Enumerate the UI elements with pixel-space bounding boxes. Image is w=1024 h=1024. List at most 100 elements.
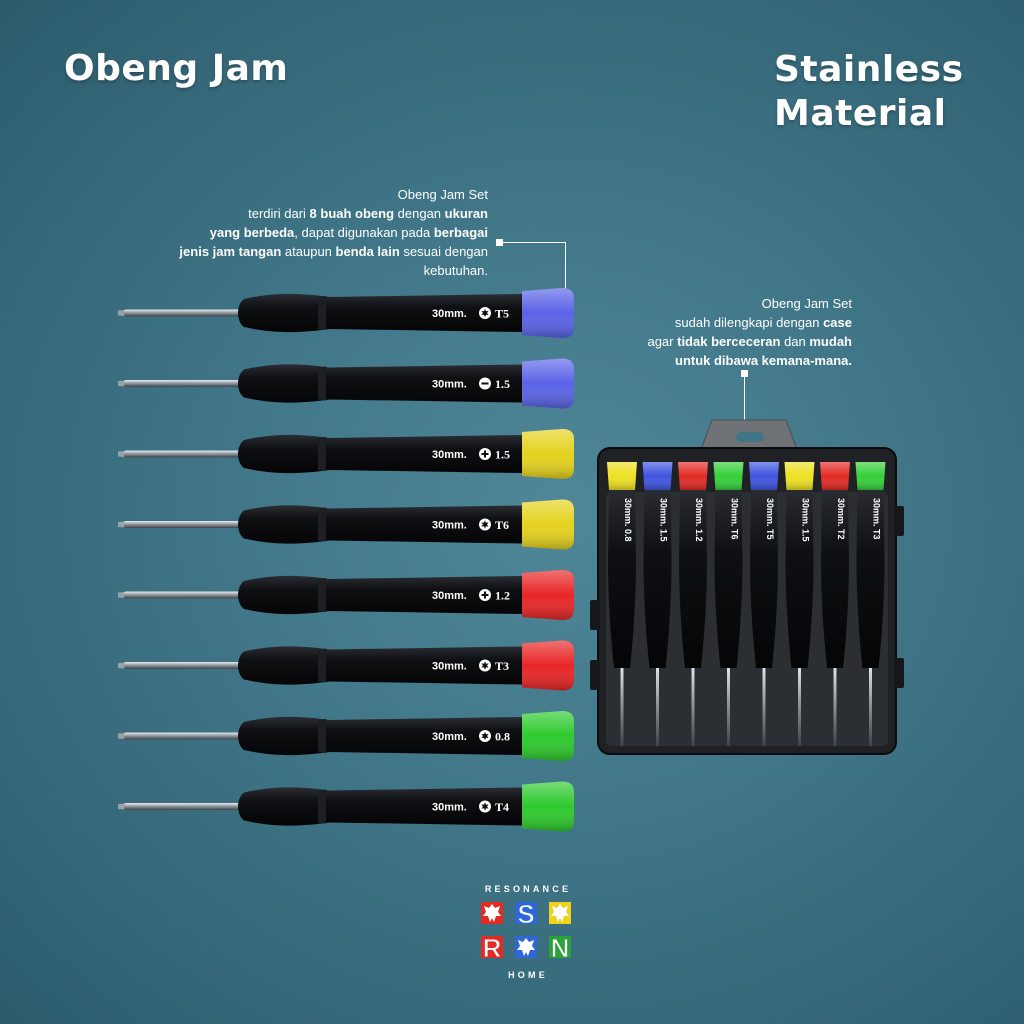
case-screwdriver-handle <box>714 488 743 668</box>
screwdriver: 30mm.1.5 <box>118 429 574 479</box>
case-screwdriver-shaft <box>620 664 624 746</box>
case-screwdriver: 30mm. 1.5 <box>784 462 815 746</box>
screwdriver-handle <box>238 293 534 333</box>
screwdriver-cap-shade <box>522 640 574 691</box>
case-screwdriver-label: 30mm. T5 <box>765 498 775 540</box>
logo-letter: S <box>517 899 535 929</box>
case-screwdriver-label: 30mm. 1.5 <box>659 498 669 542</box>
callout-text: dan <box>780 334 810 349</box>
callout-leader-line <box>565 242 566 294</box>
handle-grip-ring <box>318 296 326 330</box>
case-screwdriver-cap-shade <box>855 462 886 490</box>
screwdriver-size-label: T4 <box>495 800 509 814</box>
torx-star-icon <box>481 661 489 670</box>
screwdriver: 30mm.1.5 <box>118 358 574 409</box>
dragon-icon <box>551 904 569 922</box>
screwdriver: 30mm.1.2 <box>118 570 574 620</box>
callout-text: ataupun <box>281 244 336 259</box>
case-screwdriver: 30mm. T3 <box>855 462 886 746</box>
case-screwdriver-handle <box>679 488 707 668</box>
callout-bold-text: untuk dibawa kemana-mana. <box>675 353 852 368</box>
screwdriver-size-label: 1.5 <box>495 448 510 462</box>
torx-star-icon <box>481 731 489 741</box>
screwdriver-length-label: 30mm. <box>432 308 467 320</box>
callout-bold-text: jenis jam tangan <box>179 244 282 259</box>
case-screwdriver: 30mm. 1.2 <box>678 462 708 746</box>
callout-text: terdiri dari <box>248 206 310 221</box>
callout-line: untuk dibawa kemana-mana. <box>560 351 852 370</box>
handle-grip-ring <box>318 437 326 471</box>
logo-tile <box>549 936 571 958</box>
plus-icon <box>484 591 486 599</box>
callout-dot <box>496 239 503 246</box>
callout-bold-text: 8 buah obeng <box>309 206 395 221</box>
screwdriver-cap-shade <box>522 711 574 761</box>
case-screwdriver-cap-shade <box>820 462 850 490</box>
case-screwdriver-label: 30mm. T2 <box>836 498 846 540</box>
case-latch <box>894 506 904 536</box>
callout-leader-line <box>744 374 745 420</box>
case-screwdriver-cap-shade <box>642 462 673 490</box>
case-hinge <box>590 600 600 630</box>
screwdriver-cap-shade <box>522 570 574 620</box>
case-screwdriver-label: 30mm. 1.5 <box>801 498 811 542</box>
callout-bold-text: mudah <box>809 334 852 349</box>
case-screwdriver-shaft <box>762 664 766 746</box>
case-screwdriver-shaft <box>691 664 695 746</box>
case-screwdriver-label: 30mm. T6 <box>730 498 740 540</box>
callout-leader-line <box>500 242 566 243</box>
callout-text: sudah dilengkapi dengan <box>674 315 824 330</box>
case-screwdriver-handle <box>785 488 814 668</box>
title-right-line-1: Stainless <box>774 49 964 90</box>
case-screwdriver: 30mm. T2 <box>820 462 850 746</box>
handle-grip-ring <box>318 719 326 753</box>
logo-word-top: RESONANCE <box>484 884 572 894</box>
screwdriver: 30mm.0.8 <box>118 711 574 761</box>
case-screwdriver-shaft <box>833 664 837 746</box>
screwdriver-cap-shade <box>522 781 574 832</box>
callout-line: sudah dilengkapi dengan case <box>560 313 852 332</box>
case-screwdriver-cap-shade <box>678 462 708 490</box>
screwdriver: 30mm. T5 <box>118 288 574 338</box>
callout-set-description: Obeng Jam Set terdiri dari 8 buah obeng d… <box>110 185 488 280</box>
logo-word-bottom: HOME <box>508 970 548 980</box>
callout-text: dengan <box>394 206 445 221</box>
title-obeng-jam: Obeng Jam <box>64 48 289 89</box>
callout-line: terdiri dari 8 buah obeng dengan ukuran <box>110 204 488 223</box>
screwdriver-length-label: 30mm. <box>432 802 467 814</box>
screwdriver-shaft <box>124 732 246 740</box>
screwdriver: 30mm.T6 <box>118 499 574 550</box>
case-hanger-hole <box>736 432 764 442</box>
screwdriver-size-label: T3 <box>495 659 509 673</box>
case-hinge <box>590 660 600 690</box>
logo-tile <box>549 902 571 924</box>
case-screwdriver-shaft <box>727 664 730 746</box>
dragon-shape <box>483 904 501 922</box>
handle-grip-ring <box>318 578 326 612</box>
case-screwdriver: 30mm. T5 <box>749 462 779 746</box>
callout-text: kebutuhan. <box>423 263 488 278</box>
callout-line: Obeng Jam Set <box>110 185 488 204</box>
title-stainless-material: Stainless Material <box>774 48 994 136</box>
callout-text: Obeng Jam Set <box>397 187 488 202</box>
callout-bold-text: berbagai <box>433 225 488 240</box>
screwdriver-handle <box>238 575 534 615</box>
case-screwdriver-shaft <box>798 664 801 746</box>
screwdriver-length-label: 30mm. <box>432 520 467 532</box>
case-screwdriver-cap-shade <box>784 462 815 490</box>
callout-bold-text: yang berbeda <box>209 225 295 240</box>
callout-text: , dapat digunakan pada <box>294 225 434 240</box>
handle-grip-ring <box>318 648 326 683</box>
screwdriver-shaft <box>124 591 246 599</box>
screwdriver-shaft <box>124 803 246 810</box>
screwdriver-cap-shade <box>522 499 574 550</box>
callout-bold-text: benda lain <box>335 244 400 259</box>
screwdriver-cap-shade <box>522 429 574 479</box>
screwdriver-size-label: T5 <box>495 307 509 321</box>
case-screwdriver-shaft <box>656 664 659 746</box>
case-screwdriver-label: 30mm. 1.2 <box>694 498 704 542</box>
case-screwdriver: 30mm. T6 <box>713 462 744 746</box>
